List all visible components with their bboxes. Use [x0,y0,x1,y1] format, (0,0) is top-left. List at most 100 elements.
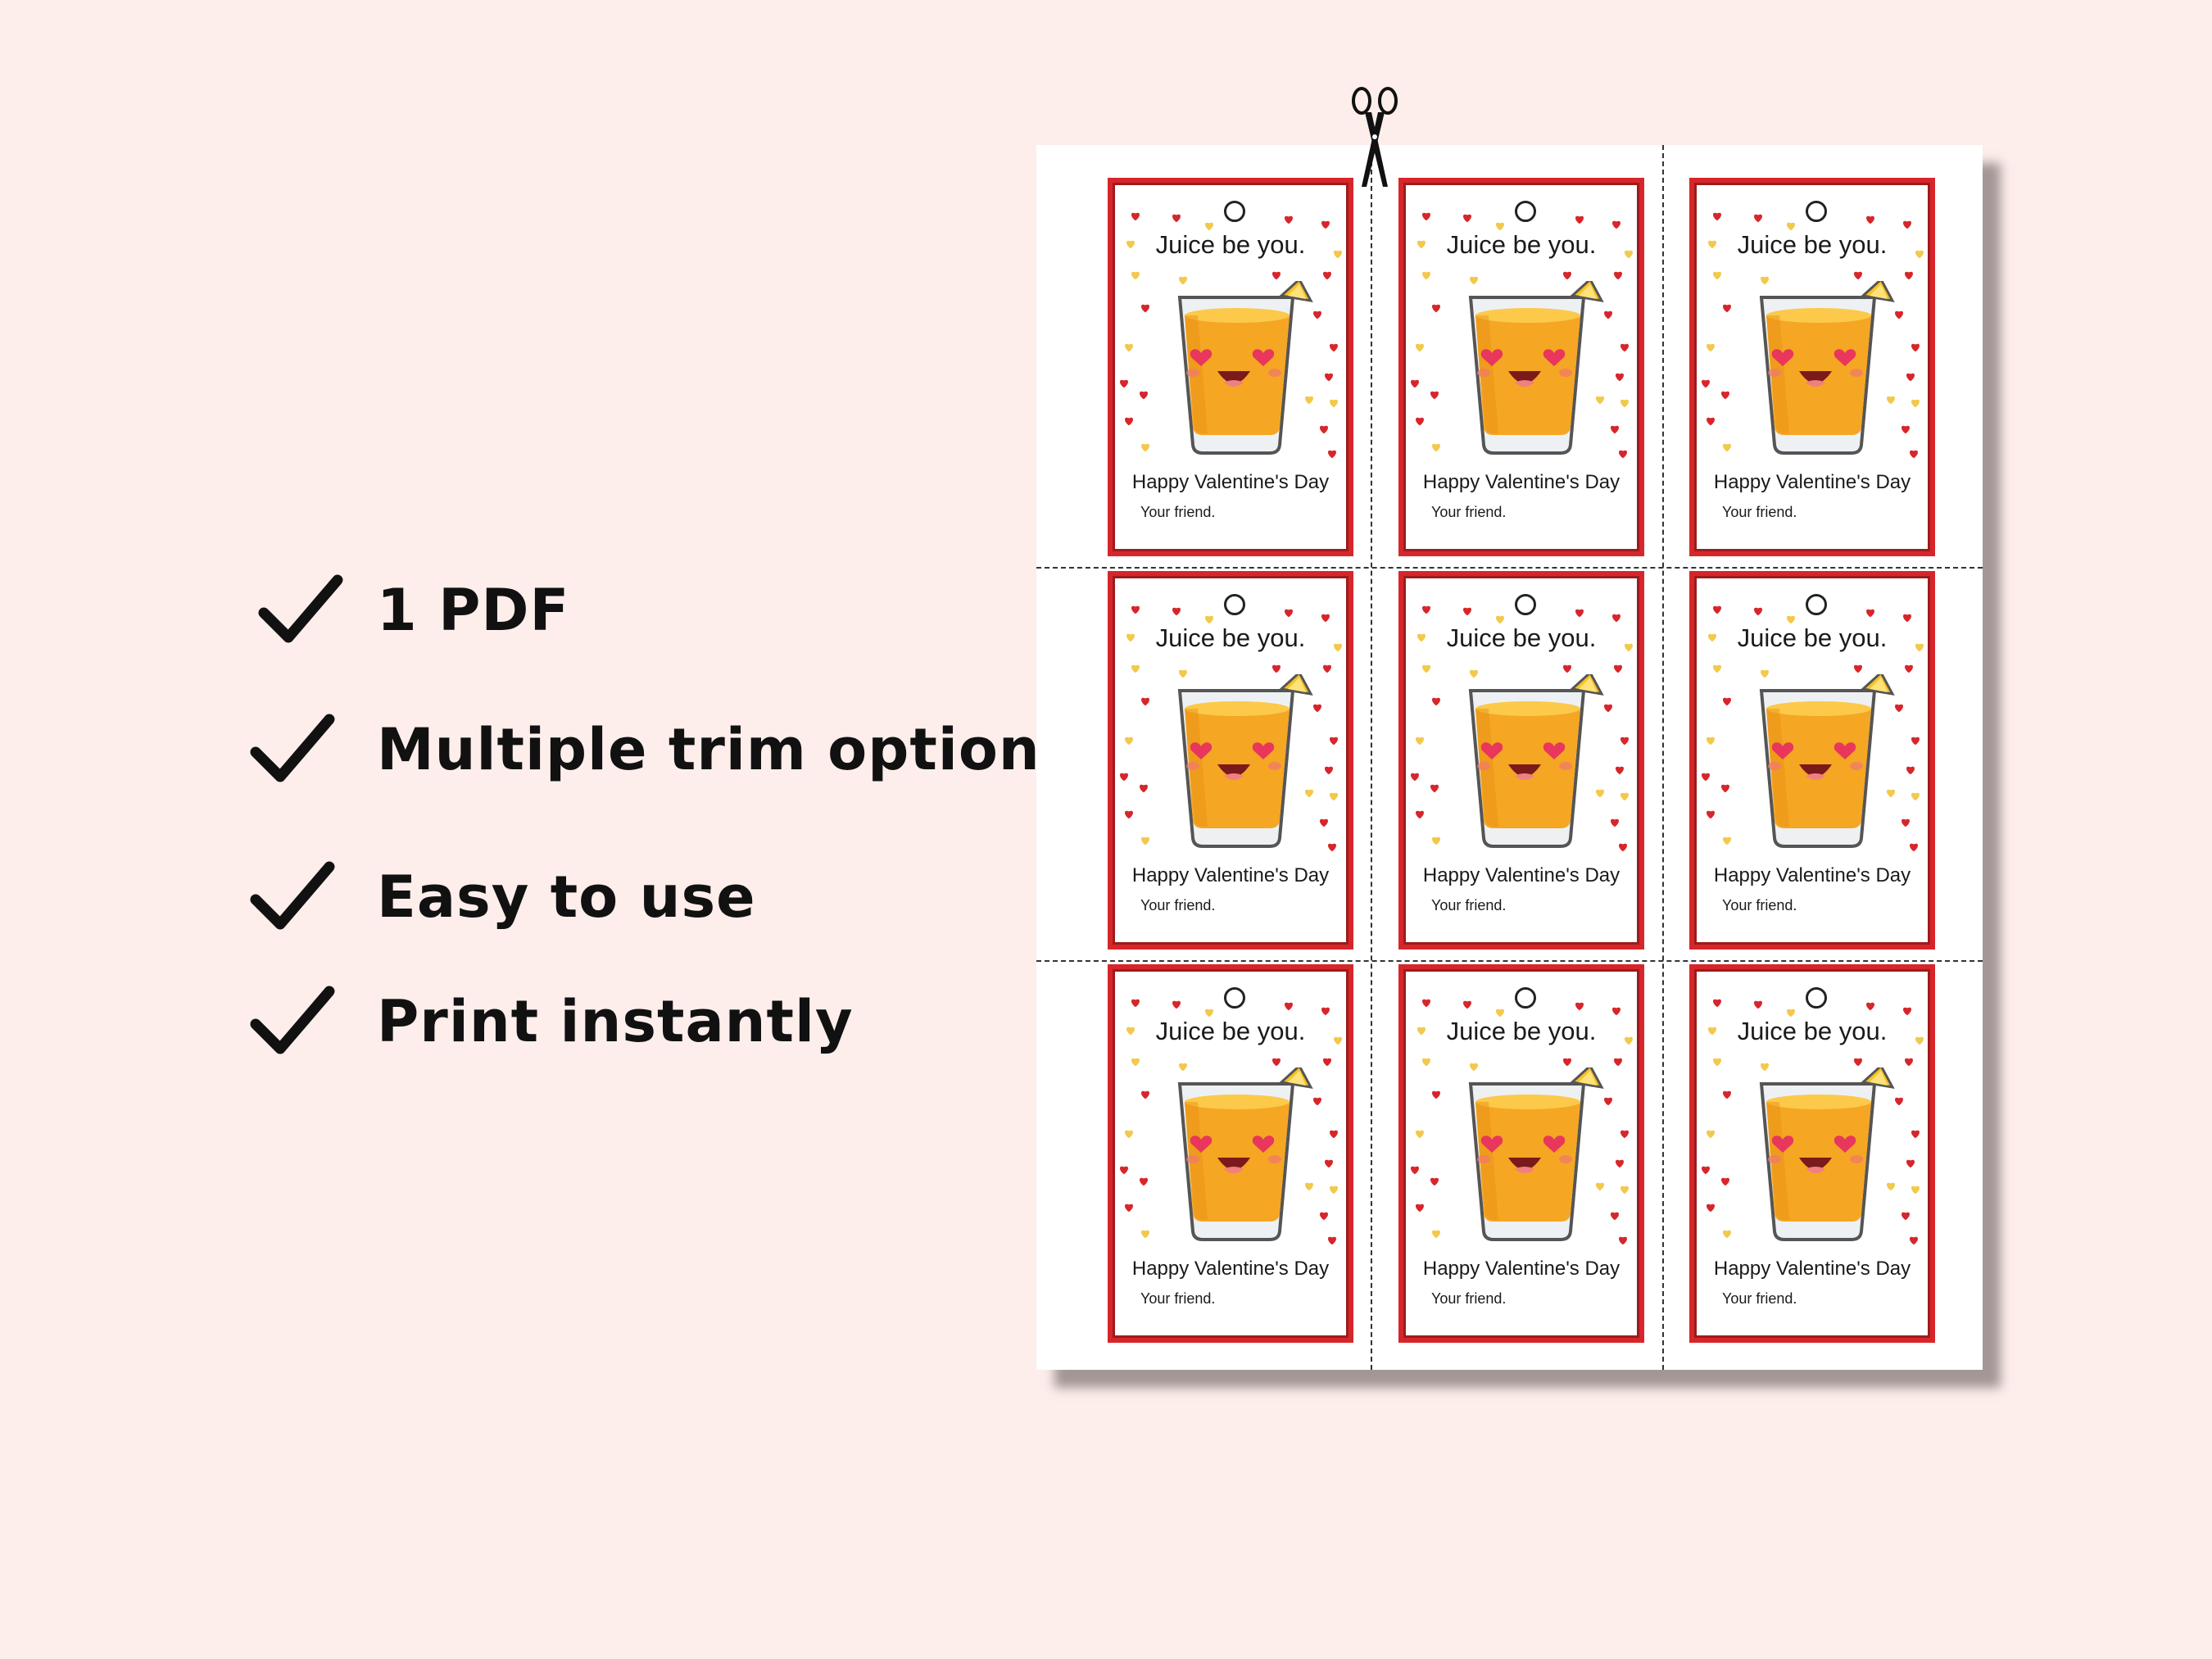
heart-icon [1179,1063,1187,1072]
heart-icon [1895,704,1903,713]
heart-icon [1707,1203,1715,1213]
gift-tag: Juice be you. Happy Valentine's Day Your… [1689,571,1935,950]
heart-icon [1325,1159,1333,1168]
heart-icon [1713,605,1721,614]
heart-icon [1910,843,1918,852]
heart-icon [1906,373,1915,382]
heart-icon [1620,792,1629,801]
heart-icon [1616,1159,1624,1168]
heart-icon [1895,1097,1903,1106]
heart-icon [1141,1090,1149,1099]
heart-icon [1126,1027,1135,1036]
gift-tag: Juice be you. Happy Valentine's Day Your… [1689,178,1935,556]
heart-icon [1723,1230,1731,1239]
checkmark-icon [258,574,343,643]
heart-icon [1131,999,1140,1008]
juice-glass-icon [1177,1067,1313,1241]
heart-icon [1416,737,1424,746]
heart-icon [1761,669,1769,678]
checkmark-icon [250,861,335,930]
juice-glass-icon [1177,674,1313,848]
heart-icon [1432,1090,1440,1099]
heart-icon [1619,1236,1627,1245]
heart-icon [1911,737,1920,746]
heart-icon [1325,766,1333,775]
heart-icon [1707,810,1715,819]
tag-signoff: Your friend. [1722,504,1797,520]
heart-icon [1305,396,1313,405]
heart-icon [1321,1007,1330,1016]
heart-icon [1285,1002,1293,1011]
heart-icon [1430,391,1439,400]
tag-signoff: Your friend. [1431,897,1507,913]
heart-icon [1906,1159,1915,1168]
gift-tag: Juice be you. Happy Valentine's Day Your… [1108,571,1353,950]
heart-icon [1910,1236,1918,1245]
feature-label: Easy to use [377,863,756,931]
heart-icon [1707,417,1715,426]
heart-icon [1328,1236,1336,1245]
heart-icon [1470,276,1478,285]
tag-greeting: Happy Valentine's Day [1713,1258,1911,1280]
tag-title: Juice be you. [1155,1017,1306,1045]
heart-icon [1172,607,1181,616]
heart-icon [1866,1002,1874,1011]
heart-icon [1463,214,1471,223]
heart-icon [1616,766,1624,775]
juice-glass-icon [1177,281,1313,455]
heart-icon [1330,399,1338,408]
gift-tag: Juice be you. Happy Valentine's Day Your… [1398,178,1644,556]
heart-icon [1432,697,1440,706]
heart-icon [1721,391,1729,400]
heart-icon [1625,643,1633,652]
heart-icon [1887,1182,1895,1191]
tag-signoff: Your friend. [1431,504,1507,520]
juice-glass-icon [1468,281,1604,455]
heart-icon [1866,215,1874,224]
heart-icon [1614,664,1622,673]
heart-icon [1620,343,1629,352]
heart-icon [1619,450,1627,459]
heart-icon [1141,697,1149,706]
heart-icon [1915,1036,1924,1045]
heart-icon [1619,843,1627,852]
heart-icon [1411,773,1419,782]
gift-tag: Juice be you. Happy Valentine's Day Your… [1689,964,1935,1343]
printable-sheet: Juice be you. Happy Valentine's Day Your… [1036,145,1983,1370]
heart-icon [1612,1007,1620,1016]
heart-icon [1707,1130,1715,1139]
heart-icon [1141,304,1149,313]
heart-icon [1205,1009,1213,1018]
heart-icon [1708,633,1716,642]
heart-icon [1125,737,1133,746]
heart-icon [1179,276,1187,285]
heart-icon [1125,417,1133,426]
heart-icon [1903,1007,1911,1016]
heart-icon [1911,399,1920,408]
heart-icon [1313,310,1321,320]
heart-icon [1903,220,1911,229]
feature-item: 1 PDF [246,565,569,655]
heart-icon [1713,271,1721,280]
heart-icon [1417,1027,1426,1036]
heart-icon [1320,818,1328,827]
heart-icon [1616,373,1624,382]
heart-icon [1330,343,1338,352]
tag-greeting: Happy Valentine's Day [1131,471,1330,493]
heart-icon [1463,1000,1471,1009]
juice-glass-icon [1759,674,1895,848]
checkmark-icon [250,714,335,782]
heart-icon [1432,1230,1440,1239]
heart-icon [1708,1027,1716,1036]
heart-icon [1120,379,1128,388]
heart-icon [1614,271,1622,280]
heart-icon [1131,212,1140,221]
heart-icon [1911,343,1920,352]
tag-greeting: Happy Valentine's Day [1422,471,1620,493]
hole-punch-circle [1806,594,1827,615]
heart-icon [1179,669,1187,678]
heart-icon [1596,789,1604,798]
heart-icon [1905,1058,1913,1067]
heart-icon [1496,222,1504,231]
hearts-pattern [1120,605,1342,852]
